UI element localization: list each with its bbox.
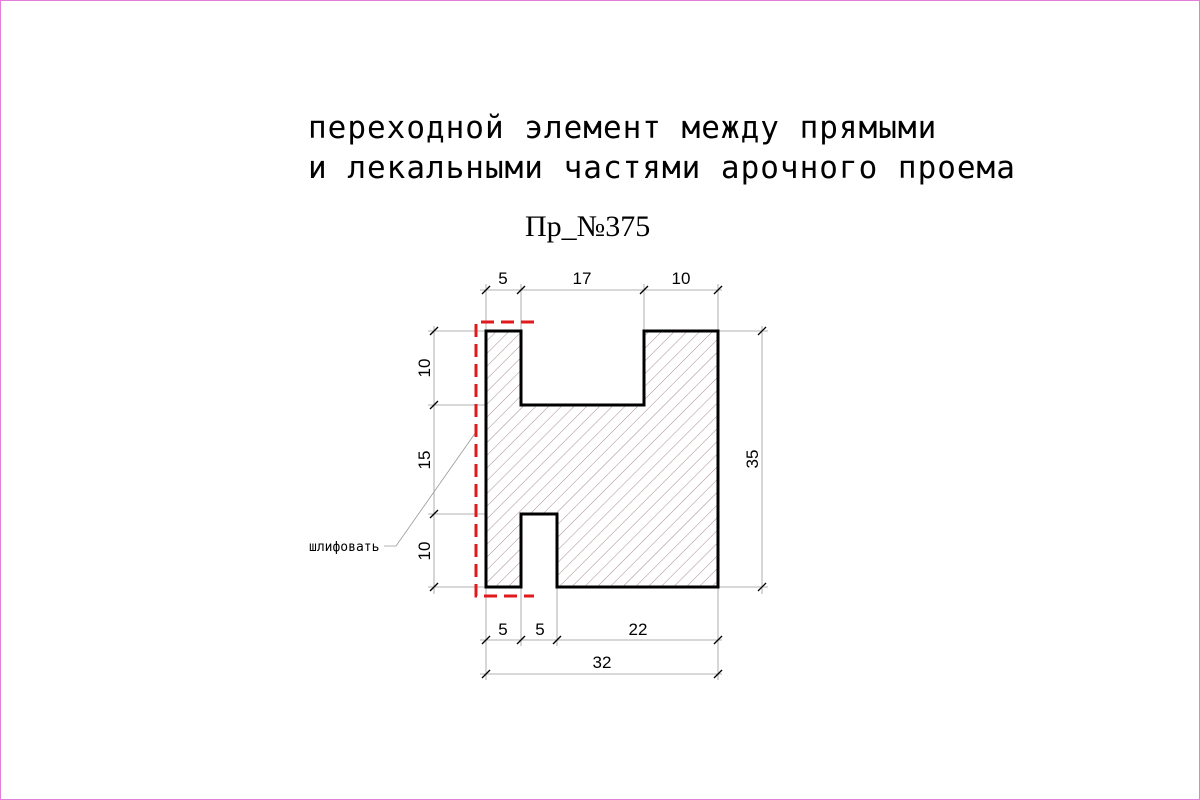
- dim-right: 35: [743, 450, 762, 469]
- annotation-label: шлифовать: [309, 540, 379, 555]
- dim-bottom-2: 5: [535, 620, 544, 639]
- dim-top-3: 10: [672, 269, 691, 288]
- title-line-2: и лекальными частями арочного проема: [308, 150, 1016, 186]
- dim-left-1: 10: [415, 359, 434, 378]
- profile-section: [484, 329, 720, 589]
- title-line-1: переходной элемент между прямыми: [308, 110, 938, 146]
- dim-left-2: 15: [415, 451, 434, 470]
- dim-top-2: 17: [573, 269, 592, 288]
- profile-code: Пр_№375: [525, 210, 651, 243]
- dimension-lines: [384, 284, 768, 680]
- dim-bottom-3: 22: [629, 620, 648, 639]
- sanding-line: [474, 320, 534, 598]
- dim-bottom-1: 5: [498, 620, 507, 639]
- dimension-ticks: [429, 285, 767, 679]
- dim-top-1: 5: [498, 269, 507, 288]
- dim-overall-width: 32: [593, 653, 612, 672]
- dim-left-3: 10: [415, 542, 434, 561]
